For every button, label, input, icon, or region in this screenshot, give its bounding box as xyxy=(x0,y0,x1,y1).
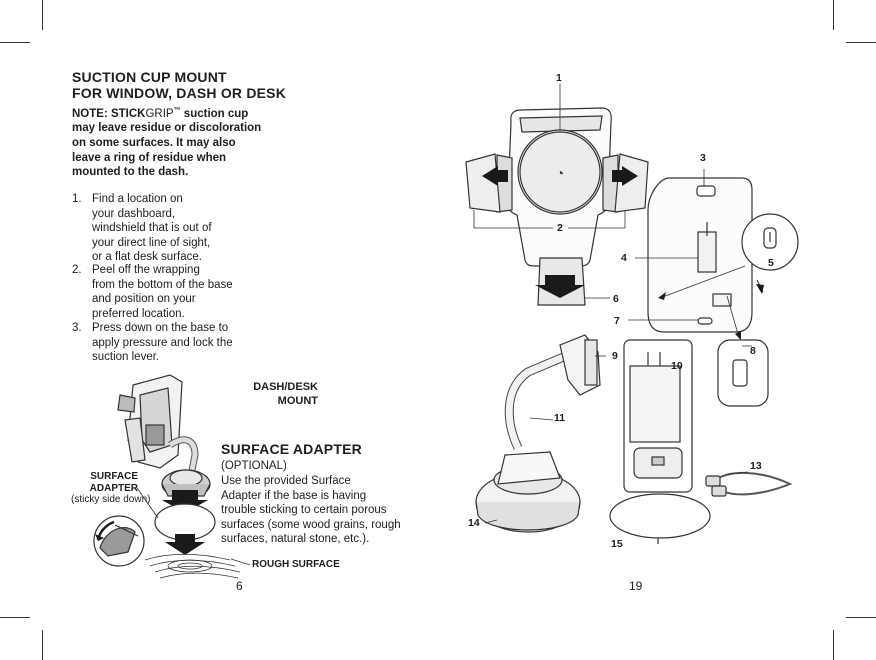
crop-mark xyxy=(0,617,30,618)
step-number: 3. xyxy=(72,322,82,334)
callout-1: 1 xyxy=(556,72,562,84)
crop-mark xyxy=(846,42,876,43)
crop-mark xyxy=(0,42,30,43)
crop-mark xyxy=(846,617,876,618)
note-line-3: on some surfaces. It may also xyxy=(72,137,236,150)
section-title: SURFACE ADAPTER xyxy=(221,441,362,457)
page-title: SUCTION CUP MOUNT FOR WINDOW, DASH OR DE… xyxy=(72,69,286,101)
page-number-right: 19 xyxy=(629,579,643,593)
callout-9: 9 xyxy=(612,350,618,362)
dash-label-line-1: DASH/DESK xyxy=(253,381,318,393)
note-line-4: leave a ring of residue when xyxy=(72,151,227,164)
title-line-1: SUCTION CUP MOUNT xyxy=(72,69,227,85)
callout-3: 3 xyxy=(700,152,706,164)
step-number: 1. xyxy=(72,193,82,205)
right-parts-drawing: ◔ xyxy=(465,84,799,544)
callout-2: 2 xyxy=(557,222,563,234)
note-line-1: suction cup xyxy=(180,107,249,120)
callout-10: 10 xyxy=(671,360,683,372)
note-line-2: may leave residue or discoloration xyxy=(72,122,262,135)
step-2: 2. Peel off the wrapping from the bottom… xyxy=(72,263,282,323)
dash-label-line-2: MOUNT xyxy=(277,395,318,407)
surface-adapter-label: SURFACE ADAPTER xyxy=(84,471,138,495)
crop-mark xyxy=(833,0,834,30)
note-prefix: NOTE: STICK xyxy=(72,107,146,120)
step-text: Press down on the base to apply pressure… xyxy=(92,322,233,364)
optional-label: (OPTIONAL) xyxy=(221,460,287,472)
title-line-2: FOR WINDOW, DASH OR DESK xyxy=(72,85,287,101)
crop-mark xyxy=(833,630,834,660)
brand-text: GRIP xyxy=(145,107,174,120)
step-1: 1. Find a location on your dashboard, wi… xyxy=(72,192,282,266)
callout-8: 8 xyxy=(750,345,756,357)
step-text: Find a location on your dashboard, winds… xyxy=(92,193,212,264)
svg-text:◔: ◔ xyxy=(556,165,564,181)
note-line-5: mounted to the dash. xyxy=(72,166,189,179)
sticky-note: (sticky side down) xyxy=(71,494,151,505)
note-block: NOTE: STICKGRIP™ suction cup may leave r… xyxy=(72,104,302,180)
callout-5: 5 xyxy=(768,257,774,269)
crop-mark xyxy=(42,630,43,660)
adapter-label-line-2: ADAPTER xyxy=(89,483,138,494)
left-mount-drawing xyxy=(93,374,251,579)
callout-15: 15 xyxy=(611,538,623,550)
callout-4: 4 xyxy=(621,252,627,264)
step-3: 3. Press down on the base to apply press… xyxy=(72,321,282,367)
callout-14: 14 xyxy=(468,517,480,529)
callout-7: 7 xyxy=(614,315,620,327)
step-text: Peel off the wrapping from the bottom of… xyxy=(92,264,233,320)
step-number: 2. xyxy=(72,264,82,276)
adapter-label-line-1: SURFACE xyxy=(90,471,138,482)
callout-13: 13 xyxy=(750,460,762,472)
section-body: Use the provided Surface Adapter if the … xyxy=(221,475,401,546)
callout-11: 11 xyxy=(554,412,566,424)
trademark: ™ xyxy=(173,107,181,114)
callout-6: 6 xyxy=(613,293,619,305)
crop-mark xyxy=(42,0,43,30)
rough-surface-label: ROUGH SURFACE xyxy=(252,559,340,570)
dash-desk-label: DASH/DESK MOUNT xyxy=(232,380,318,408)
page-number-left: 6 xyxy=(236,579,243,593)
